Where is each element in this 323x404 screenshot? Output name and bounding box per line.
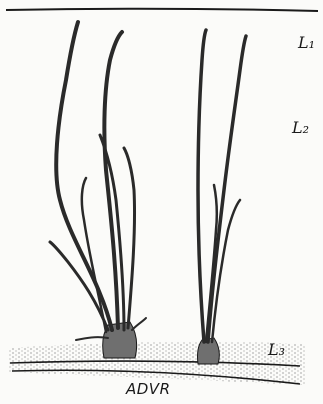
left-plant-stems bbox=[50, 22, 146, 340]
layer-label-l3: L₃ bbox=[268, 342, 285, 358]
layer-label-l1: L₁ bbox=[298, 35, 315, 51]
layer-label-l2: L₂ bbox=[292, 120, 309, 136]
right-plant-stems bbox=[198, 30, 246, 342]
top-boundary-line bbox=[6, 9, 318, 11]
caption-advr: ADVR bbox=[126, 382, 171, 397]
